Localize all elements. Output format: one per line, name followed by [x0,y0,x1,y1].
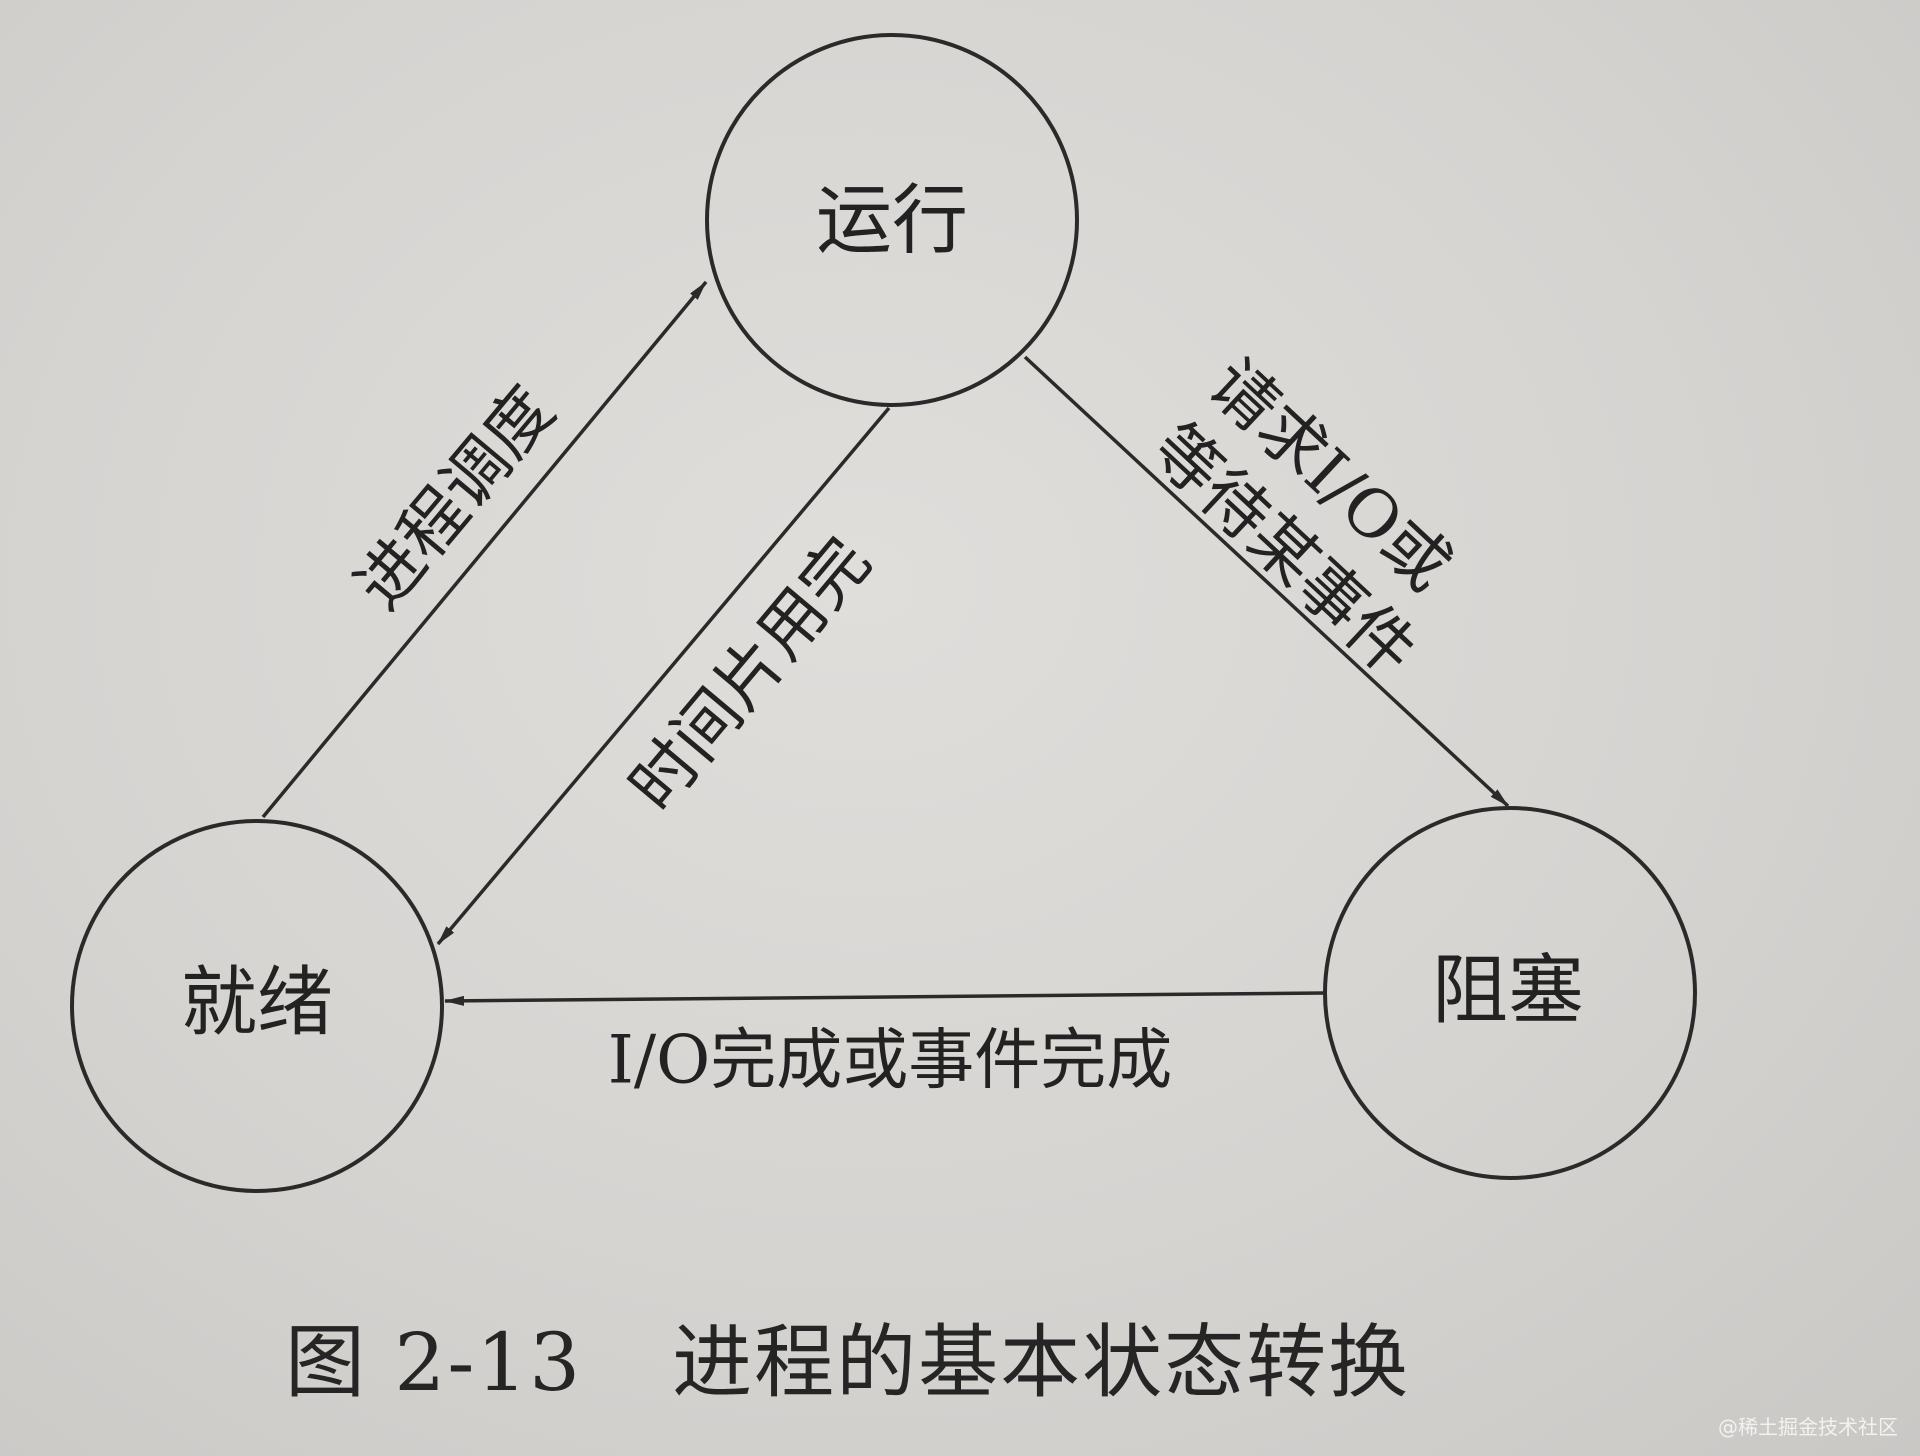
figure-title: 进程的基本状态转换 [672,1316,1411,1409]
state-transition-diagram: 运行 就绪 阻塞 进程调度 时间片用完 请求I/O或 等待某事件 [70,33,1697,1193]
node-ready: 就绪 [70,819,444,1193]
watermark: @稀土掘金技术社区 [1718,1415,1898,1439]
node-ready-circle [70,819,444,1193]
node-blocked: 阻塞 [1323,806,1697,1180]
node-running: 运行 [705,33,1079,407]
node-ready-label: 就绪 [181,958,333,1047]
edge-ready-to-running: 进程调度 [261,280,708,819]
node-running-circle [705,33,1079,407]
edge-running-to-blocked-arrow [1023,355,1510,808]
edge-blocked-to-ready: I/O完成或事件完成 [444,991,1326,1099]
figure-number: 图 2-13 [285,1316,583,1409]
figure-caption: 图 2-13 进程的基本状态转换 [285,1298,1410,1414]
node-blocked-label: 阻塞 [1432,946,1584,1035]
node-running-label: 运行 [816,176,968,265]
edge-running-to-ready-arrow [436,406,891,946]
edge-running-to-blocked: 请求I/O或 等待某事件 [1023,344,1510,808]
edge-blocked-to-ready-arrow [444,991,1326,1006]
edge-timeslice-label: 时间片用完 [614,523,885,825]
edge-io-complete-label: I/O完成或事件完成 [608,1022,1172,1099]
edge-ready-to-running-arrow [261,280,708,819]
